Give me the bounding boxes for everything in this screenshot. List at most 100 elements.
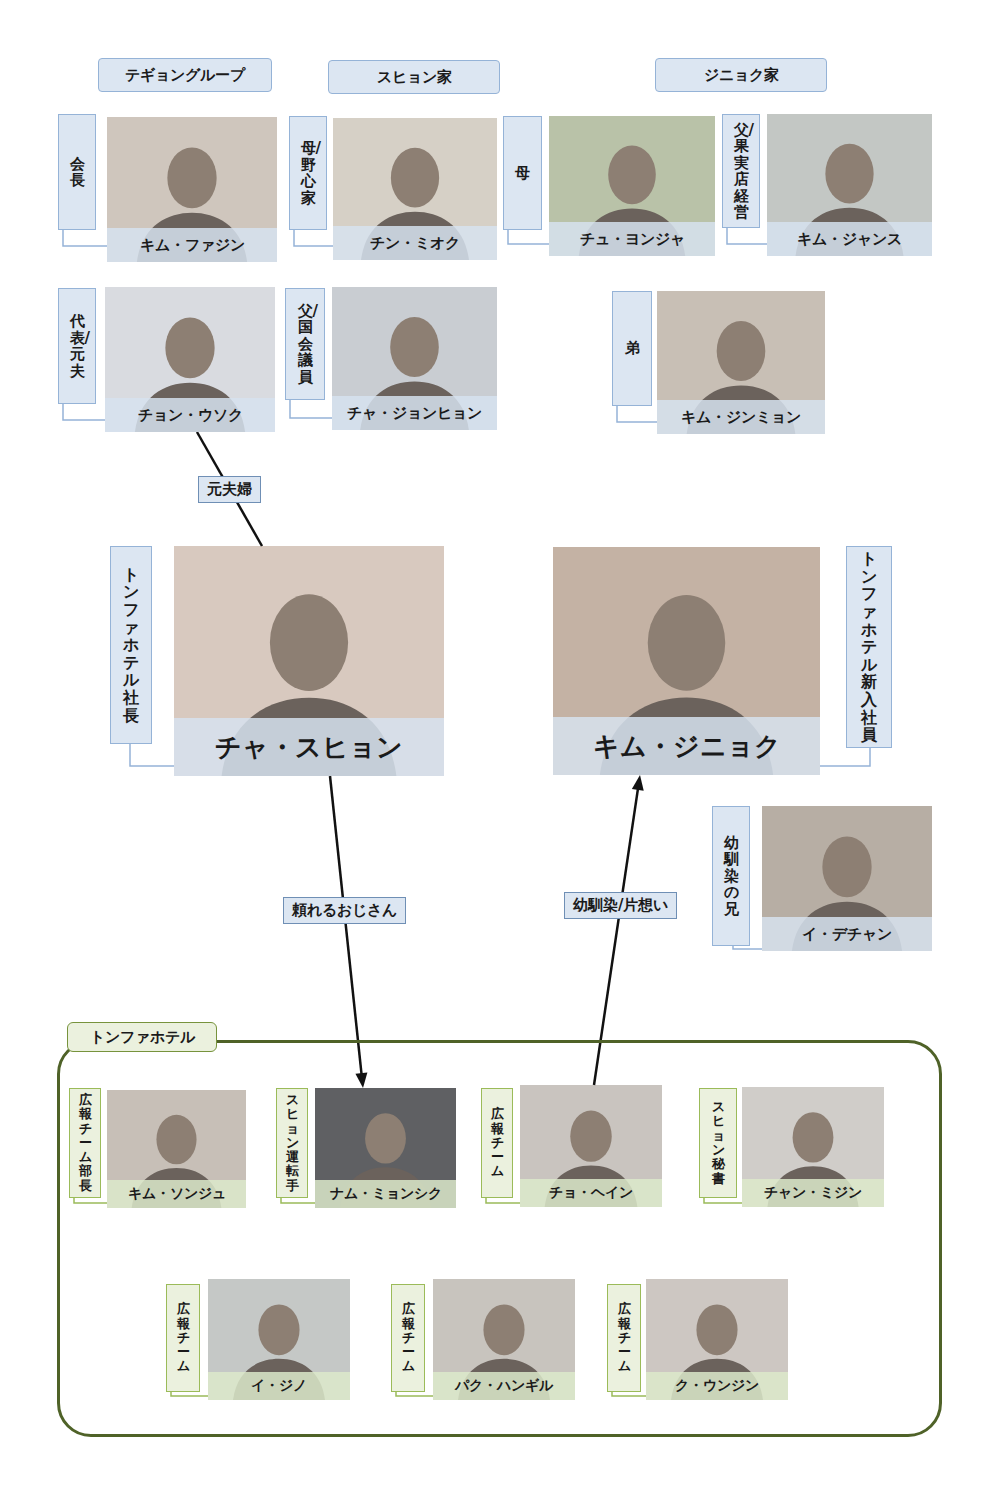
character-name: イ・ジノ [251, 1377, 307, 1395]
role-box: 父/国会議員 [285, 288, 325, 400]
character-node: 広報チーム部長キム・ソンジュ [69, 1088, 246, 1208]
header-text: スヒョン家 [377, 68, 452, 87]
role-bracket [290, 400, 332, 418]
character-node: トンファホテル社長チャ・スヒョン [110, 546, 444, 776]
portrait-photo [0, 0, 1000, 1459]
name-band: キム・ジニョク [553, 717, 820, 775]
connector-line [197, 432, 262, 546]
character-name: ク・ウンジン [675, 1377, 759, 1395]
role-text: 会長 [70, 156, 85, 189]
group-header: スヒョン家 [328, 60, 500, 94]
role-text: 広報チーム [177, 1302, 190, 1373]
role-bracket [396, 1392, 433, 1396]
role-box: 広報チーム [391, 1284, 425, 1392]
character-node: スヒョン運転手ナム・ミョンシク [276, 1088, 456, 1208]
character-name: キム・ファジン [140, 236, 245, 255]
relation-label: 頼れるおじさん [283, 897, 406, 924]
role-box: トンファホテル社長 [110, 546, 152, 744]
role-bracket [130, 744, 174, 766]
role-box: 広報チーム [481, 1088, 513, 1198]
portrait-photo [0, 736, 590, 1490]
character-node: 会長キム・ファジン [58, 114, 277, 262]
character-name: ナム・ミョンシク [330, 1185, 442, 1203]
character-node: 広報チームパク・ハンギル [391, 1279, 575, 1400]
role-bracket [171, 1392, 208, 1396]
name-band: チャ・ジョンヒョン [332, 396, 497, 430]
character-name: キム・ソンジュ [128, 1185, 226, 1203]
character-node: 広報チームイ・ジノ [166, 1279, 350, 1400]
role-bracket [508, 230, 549, 244]
role-text: 母 [515, 165, 530, 182]
role-text: 広報チーム [618, 1302, 631, 1373]
character-node: 父/果実店経営キム・ジャンス [722, 114, 932, 256]
connector [197, 432, 262, 546]
group-header: テギョングループ [98, 58, 272, 92]
name-band: キム・ジャンス [767, 222, 932, 256]
character-node: 幼馴染の兄イ・デチャン [712, 806, 932, 951]
role-text: 母/野心家 [301, 140, 316, 206]
character-node: 弟キム・ジンミョン [612, 291, 825, 434]
name-band: チュ・ヨンジャ [549, 222, 715, 256]
character-name: チャ・ジョンヒョン [347, 404, 482, 423]
portrait-photo [294, 916, 1000, 1490]
name-band: チャ・スヒョン [174, 718, 444, 776]
role-box: 会長 [58, 114, 96, 230]
role-box: スヒョン秘書 [699, 1088, 737, 1198]
character-name: キム・ジャンス [797, 230, 902, 249]
role-bracket [612, 1392, 646, 1396]
role-bracket [63, 230, 107, 246]
relation-label: 幼馴染/片想い [564, 892, 677, 919]
name-band: チョ・ヘイン [520, 1179, 662, 1207]
role-text: 父/果実店経営 [734, 122, 749, 221]
role-box: 広報チーム [166, 1284, 200, 1392]
role-box: 弟 [612, 291, 652, 406]
portrait-photo [340, 371, 1000, 1386]
character-name: チャン・ミジン [764, 1184, 862, 1202]
character-name: パク・ハンギル [455, 1377, 553, 1395]
role-bracket [281, 1198, 315, 1203]
role-box: 広報チーム [607, 1284, 641, 1392]
name-band: キム・ファジン [107, 228, 277, 262]
portrait-photo [0, 728, 806, 1490]
character-name: チュ・ヨンジャ [580, 230, 685, 249]
role-text: スヒョン秘書 [712, 1100, 725, 1186]
group-header: ジニョク家 [655, 58, 827, 92]
character-name: チョ・ヘイン [549, 1184, 633, 1202]
group-tab: トンファホテル [67, 1022, 217, 1052]
name-band: チャン・ミジン [742, 1179, 884, 1207]
name-band: パク・ハンギル [433, 1372, 575, 1400]
role-bracket [733, 946, 762, 949]
character-name: イ・デチャン [802, 925, 892, 944]
character-name: チャ・スヒョン [215, 730, 403, 765]
name-band: キム・ソンジュ [107, 1180, 246, 1208]
role-box: 父/果実店経営 [722, 114, 760, 228]
connector-line [330, 776, 362, 1078]
name-band: イ・ジノ [208, 1372, 350, 1400]
character-name: チョン・ウソク [138, 406, 243, 425]
role-text: トンファホテル社長 [123, 566, 139, 724]
header-text: ジニョク家 [704, 66, 779, 85]
role-text: スヒョン運転手 [286, 1093, 299, 1193]
role-text: 幼馴染の兄 [724, 835, 739, 918]
role-text: 父/国会議員 [298, 303, 313, 386]
name-band: イ・デチャン [762, 917, 932, 951]
character-node: スヒョン秘書チャン・ミジン [699, 1087, 884, 1207]
character-name: チン・ミオク [370, 234, 460, 253]
character-node: 母/野心家チン・ミオク [289, 116, 497, 260]
role-bracket [727, 228, 767, 244]
portrait-photo [393, 727, 1000, 1490]
role-box: 母/野心家 [289, 116, 327, 230]
role-text: 広報チーム [402, 1302, 415, 1373]
name-band: チョン・ウソク [105, 398, 275, 432]
group-title: トンファホテル [90, 1028, 195, 1047]
role-text: 広報チーム [491, 1107, 504, 1178]
connector [594, 775, 644, 1085]
group-frame: トンファホテル広報チーム部長キム・ソンジュスヒョン運転手ナム・ミョンシク広報チー… [57, 1040, 942, 1437]
role-text: 弟 [625, 340, 640, 357]
role-bracket [704, 1198, 742, 1203]
relation-label: 元夫婦 [198, 476, 261, 503]
role-bracket [63, 404, 105, 420]
arrow-head [632, 775, 644, 791]
